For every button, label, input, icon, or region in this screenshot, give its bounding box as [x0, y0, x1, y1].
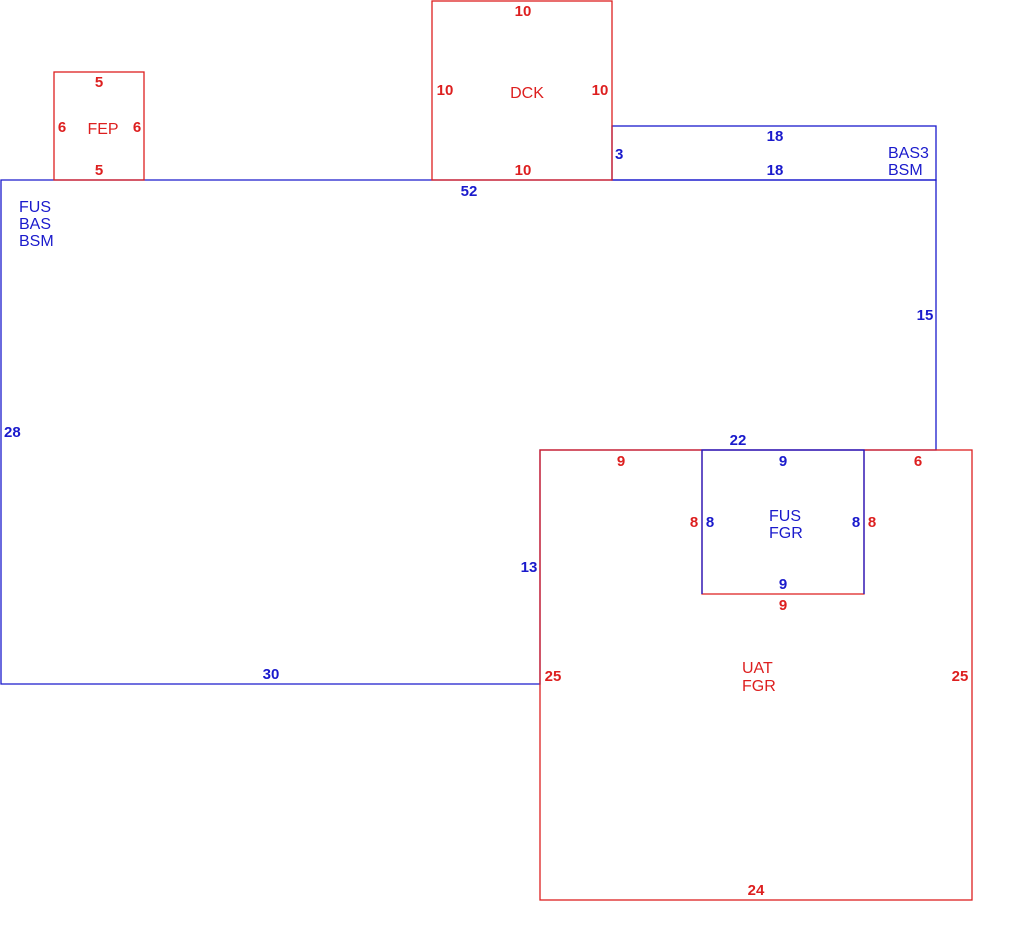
area-label-dck: DCK [510, 85, 544, 102]
dim-fus-right-upper: 15 [917, 307, 934, 324]
dim-dck-left: 10 [437, 82, 454, 99]
dim-fus-bottom: 30 [263, 666, 280, 683]
dim-fus-left: 28 [4, 424, 21, 441]
dim-uat-top-left: 9 [617, 453, 625, 470]
dim-fus-inner-left: 13 [521, 559, 538, 576]
dim-uat-right: 25 [952, 668, 969, 685]
area-label-fus-bas-bsm-line-1: FUS [19, 199, 51, 216]
dim-inner-red-left: 8 [690, 514, 698, 531]
dim-fus-step: 22 [730, 432, 747, 449]
area-outline-fus-bas-bsm [0, 179, 937, 685]
dim-fus-fgr-top: 9 [779, 453, 787, 470]
area-label-bas3-bsm-line-2: BSM [888, 162, 923, 179]
area-label-uat-fgr-line-2: FGR [742, 678, 776, 695]
dim-bas3-left: 3 [615, 146, 623, 163]
dim-uat-bottom: 24 [748, 882, 765, 899]
area-label-fus-fgr-line-1: FUS [769, 508, 801, 525]
area-outline-fus-fgr [701, 449, 865, 594]
dim-inner-red-right: 8 [868, 514, 876, 531]
area-label-bas3-bsm-line-1: BAS3 [888, 145, 929, 162]
dim-fus-top: 52 [461, 183, 478, 200]
dim-uat-left: 25 [545, 668, 562, 685]
dim-fep-bottom: 5 [95, 162, 103, 179]
area-outline-dck [431, 0, 613, 181]
area-outline-fep [53, 71, 145, 181]
dim-bas3-bottom: 18 [767, 162, 784, 179]
dim-fus-fgr-left: 8 [706, 514, 714, 531]
area-label-fus-fgr-line-2: FGR [769, 525, 803, 542]
dim-dck-right: 10 [592, 82, 609, 99]
dim-inner-red-bottom: 9 [779, 597, 787, 614]
area-label-fep: FEP [87, 121, 118, 138]
dim-uat-top-right: 6 [914, 453, 922, 470]
dim-fus-fgr-bottom: 9 [779, 576, 787, 593]
dim-fep-right: 6 [133, 119, 141, 136]
dim-fus-fgr-right: 8 [852, 514, 860, 531]
area-label-fus-bas-bsm-line-2: BAS [19, 216, 51, 233]
area-label-fus-bas-bsm-line-3: BSM [19, 233, 54, 250]
dim-bas3-top: 18 [767, 128, 784, 145]
area-label-uat-fgr-line-1: UAT [742, 660, 773, 677]
dim-fep-top: 5 [95, 74, 103, 91]
dim-fep-left: 6 [58, 119, 66, 136]
dim-dck-top: 10 [515, 3, 532, 20]
dim-dck-bottom: 10 [515, 162, 532, 179]
